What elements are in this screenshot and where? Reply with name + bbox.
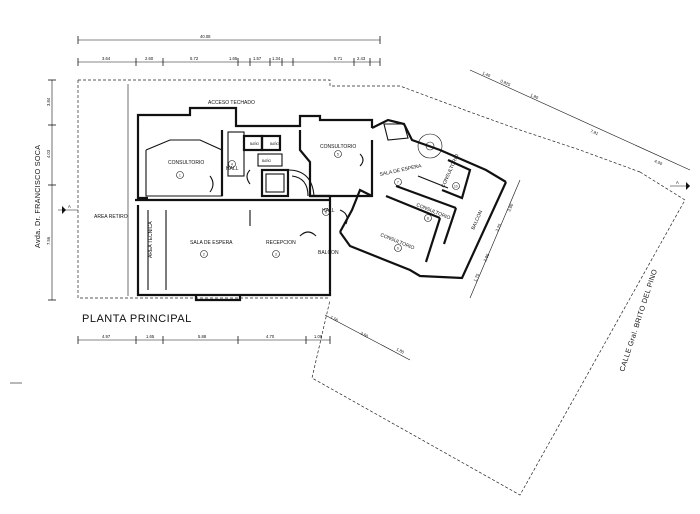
label-acceso-techado: ACCESO TECHADO: [208, 100, 255, 106]
dim-rmid-3: 1.75: [472, 272, 480, 282]
dim-bottom-0: 4.97: [102, 334, 111, 339]
dim-right-1: 0.825: [500, 78, 512, 87]
right-diagonal-dimension: 1.40 0.825 1.80 7.81 4.00: [469, 69, 691, 171]
room-number-6: 6: [325, 211, 327, 215]
label-bano-1: BAÑO: [250, 141, 260, 146]
dim-top-5: 1.34: [272, 56, 281, 61]
dim-top-2: 5.72: [190, 56, 199, 61]
dim-left-1: 4.03: [46, 149, 51, 158]
room-number-9: 9: [397, 247, 399, 251]
label-consultorio-2: CONSULTORIO: [320, 144, 356, 150]
label-bano-2: BAÑO: [270, 141, 280, 146]
dim-bdiag-2: 1.80: [396, 346, 406, 355]
label-hall-2: HALL: [322, 208, 335, 214]
dim-rmid-1: 3.25: [494, 222, 502, 232]
room-number-7: 7: [397, 181, 399, 185]
label-balcon-2: BALCON: [470, 209, 484, 231]
section-mark-left: A: [58, 204, 78, 214]
label-area-tecnica: AREA TECNICA: [148, 221, 154, 258]
section-mark-right: A: [670, 180, 690, 190]
label-consultorio-1: CONSULTORIO: [168, 160, 204, 166]
room-number-5: 5: [337, 153, 339, 157]
room-number-1: 1: [179, 174, 181, 178]
main-building-walls: [135, 106, 374, 302]
room-number-2: 2: [203, 253, 205, 257]
bottom-dimension-chain: 4.97 1.65 5.88 4.70 1.08: [77, 334, 331, 344]
dim-bottom-1: 1.65: [146, 334, 155, 339]
dim-right-3: 7.81: [590, 128, 600, 136]
dim-right-4: 4.00: [654, 158, 664, 166]
label-consultorio-5: CONSULTORIO: [440, 153, 460, 189]
label-sala-espera-2: SALA DE ESPERA: [379, 163, 422, 178]
dim-left-0: 3.84: [46, 97, 51, 106]
angled-wing-walls: [339, 118, 507, 280]
room-number-markers: 1 2 3 4 5 6 7 8 9 10: [176, 150, 460, 258]
top-dimension-chain: 40.08 3.64 2.60 5.72 1.65 1.57 1.34 5.71…: [77, 34, 381, 66]
drawing-title: PLANTA PRINCIPAL: [82, 313, 192, 325]
label-area-retiro: AREA RETIRO: [94, 214, 128, 220]
label-recepcion: RECEPCION: [266, 240, 296, 246]
dim-top-1: 2.60: [145, 56, 154, 61]
label-sala-espera-1: SALA DE ESPERA: [190, 240, 233, 246]
dim-bottom-4: 1.08: [314, 334, 323, 339]
dim-top-total: 40.08: [200, 34, 211, 39]
dim-rmid-2: 3.60: [506, 202, 514, 212]
dim-top-0: 3.64: [102, 56, 111, 61]
street-label-left: Avda. Dr. FRANCISCO SOCA: [33, 145, 42, 248]
dim-top-3: 1.65: [229, 56, 238, 61]
street-label-right: CALLE Gral. BRITO DEL PINO: [617, 268, 659, 373]
dim-top-7: 2.43: [357, 56, 366, 61]
room-number-10: 10: [454, 185, 458, 189]
dim-bdiag-0: 1.56: [330, 314, 340, 323]
left-dimension-chain: 3.84 4.03 7.56: [46, 79, 56, 301]
dim-bdiag-1: 3.60: [360, 330, 370, 339]
label-hall-1: HALL: [226, 166, 239, 172]
room-number-3: 3: [275, 253, 277, 257]
site-boundary: [77, 79, 686, 496]
dim-left-2: 7.56: [46, 236, 51, 245]
dim-bottom-3: 4.70: [266, 334, 275, 339]
dim-right-0: 1.40: [482, 70, 492, 78]
dim-top-4: 1.57: [253, 56, 262, 61]
svg-text:A: A: [676, 180, 679, 185]
room-number-4: 4: [231, 163, 233, 167]
room-number-8: 8: [427, 217, 429, 221]
label-bano-3: BAÑO: [262, 158, 272, 163]
label-balcon-1: BALCON: [318, 250, 339, 256]
right-mid-dimension: 3.95 3.25 3.60 1.75: [469, 179, 521, 299]
svg-text:A: A: [68, 204, 71, 209]
door-swings: [209, 153, 364, 237]
dim-bottom-2: 5.88: [198, 334, 207, 339]
bottom-diagonal-dimension: 1.56 3.60 1.80: [324, 314, 411, 361]
dim-rmid-0: 3.95: [482, 252, 490, 262]
dim-right-2: 1.80: [530, 92, 540, 100]
dim-top-6: 5.71: [334, 56, 343, 61]
